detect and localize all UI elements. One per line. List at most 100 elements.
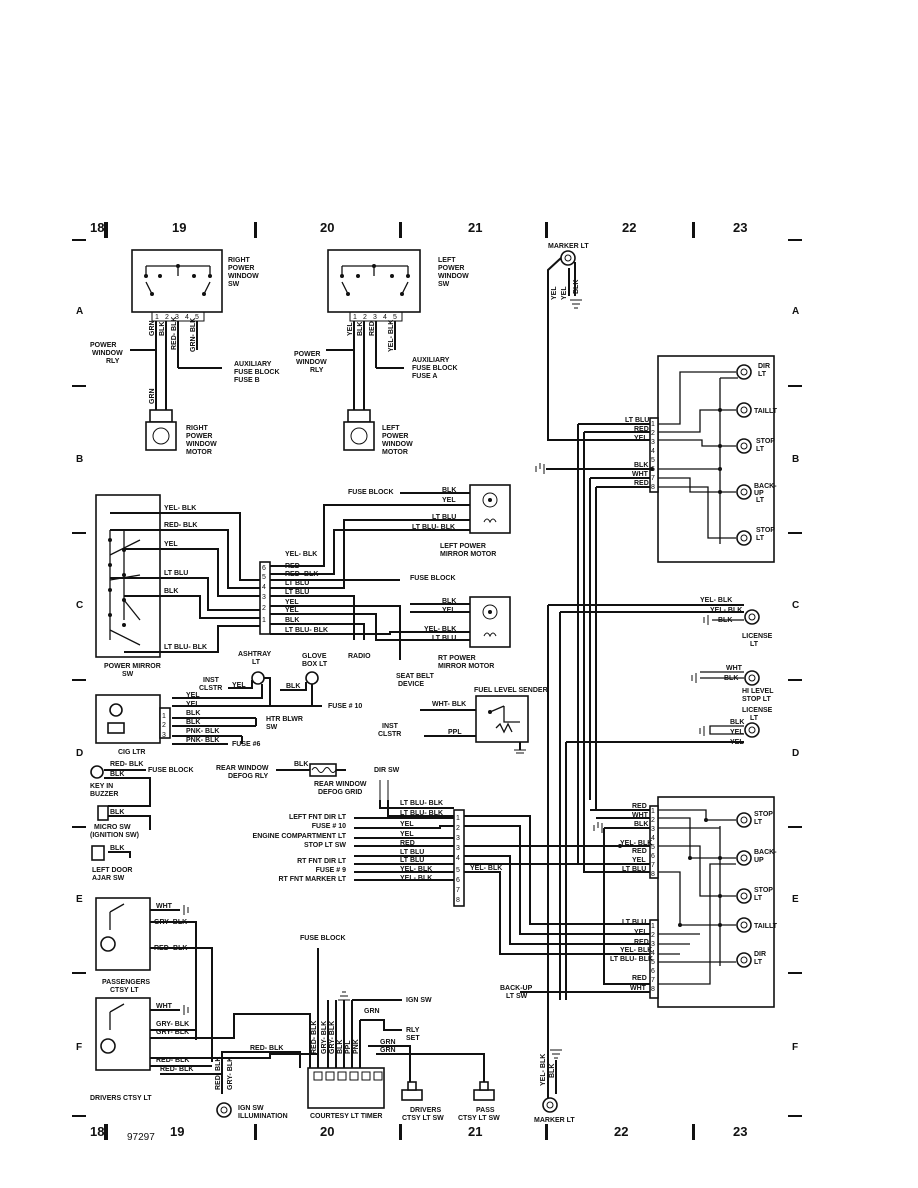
svg-text:WHT: WHT xyxy=(632,471,649,478)
svg-text:MOTOR: MOTOR xyxy=(186,449,212,456)
svg-text:MARKER LT: MARKER LT xyxy=(548,243,589,250)
svg-text:BLK: BLK xyxy=(110,809,124,816)
svg-text:BUZZER: BUZZER xyxy=(90,791,118,798)
svg-text:POWER: POWER xyxy=(228,265,254,272)
svg-text:ILLUMINATION: ILLUMINATION xyxy=(238,1113,288,1120)
svg-text:YEL: YEL xyxy=(442,607,456,614)
rear-lamp-cluster-upper: 123 456 78 LT BLU RED YEL BLK WHT RED xyxy=(535,355,778,810)
svg-text:RED: RED xyxy=(369,321,376,336)
svg-text:SW: SW xyxy=(122,671,134,678)
svg-text:TAILLT: TAILLT xyxy=(754,923,778,930)
svg-text:LT: LT xyxy=(756,446,765,453)
svg-text:WINDOW: WINDOW xyxy=(228,273,259,280)
svg-text:RED- BLK: RED- BLK xyxy=(215,1057,222,1090)
svg-text:YEL- BLK: YEL- BLK xyxy=(400,875,432,882)
svg-text:YEL- BLK: YEL- BLK xyxy=(164,505,196,512)
svg-text:GRN: GRN xyxy=(149,320,156,336)
grid-footer: 18 97297 19 20 21 22 23 xyxy=(90,1124,747,1143)
svg-text:LT: LT xyxy=(754,819,763,826)
svg-text:STOP: STOP xyxy=(756,438,775,445)
svg-text:BLK: BLK xyxy=(357,322,364,336)
svg-text:LT BLU: LT BLU xyxy=(432,635,456,642)
svg-text:2: 2 xyxy=(162,722,166,729)
col-20-top: 20 xyxy=(320,220,334,235)
svg-text:GRY- BLK: GRY- BLK xyxy=(156,1021,189,1028)
svg-text:BLK: BLK xyxy=(110,771,124,778)
row-d-left: D xyxy=(76,748,83,759)
svg-text:YEL: YEL xyxy=(285,607,299,614)
svg-text:1: 1 xyxy=(353,314,357,321)
svg-text:FUSE BLOCK: FUSE BLOCK xyxy=(348,489,394,496)
svg-text:8: 8 xyxy=(651,986,655,993)
svg-text:RED: RED xyxy=(634,480,649,487)
svg-text:IGN SW: IGN SW xyxy=(238,1105,264,1112)
svg-text:IGN SW: IGN SW xyxy=(406,997,432,1004)
power-mirror-switch: POWER MIRROR SW YEL- BLK RED- BLK YEL LT… xyxy=(95,494,271,678)
svg-text:BLK: BLK xyxy=(549,1064,556,1078)
svg-text:PNK- BLK: PNK- BLK xyxy=(186,728,219,735)
svg-text:FUSE #6: FUSE #6 xyxy=(232,741,261,748)
svg-text:BLK: BLK xyxy=(110,845,124,852)
svg-text:BACK-: BACK- xyxy=(754,483,777,490)
svg-text:STOP: STOP xyxy=(756,527,775,534)
svg-text:3: 3 xyxy=(373,314,377,321)
svg-text:LICENSE: LICENSE xyxy=(742,633,773,640)
col-22-top: 22 xyxy=(622,220,636,235)
svg-text:DIR SW: DIR SW xyxy=(374,767,400,774)
svg-text:RED: RED xyxy=(632,803,647,810)
row-a-right: A xyxy=(792,306,799,317)
svg-text:YEL: YEL xyxy=(186,701,200,708)
svg-text:LT: LT xyxy=(758,371,767,378)
svg-text:COURTESY LT TIMER: COURTESY LT TIMER xyxy=(310,1113,382,1120)
svg-text:YEL: YEL xyxy=(561,286,568,300)
svg-text:5: 5 xyxy=(393,314,397,321)
svg-text:1: 1 xyxy=(651,421,655,428)
svg-text:BLK: BLK xyxy=(186,719,200,726)
svg-text:STOP LT: STOP LT xyxy=(742,696,772,703)
svg-text:GLOVE: GLOVE xyxy=(302,653,327,660)
svg-text:YEL- BLK: YEL- BLK xyxy=(700,597,732,604)
svg-text:BLK: BLK xyxy=(159,322,166,336)
svg-text:PASS: PASS xyxy=(476,1107,495,1114)
svg-text:DRIVERS CTSY LT: DRIVERS CTSY LT xyxy=(90,1095,152,1102)
svg-text:4: 4 xyxy=(185,314,189,321)
svg-text:POWER: POWER xyxy=(382,433,408,440)
svg-text:ASHTRAY: ASHTRAY xyxy=(238,651,272,658)
svg-text:POWER MIRROR: POWER MIRROR xyxy=(104,663,161,670)
svg-text:5: 5 xyxy=(651,844,655,851)
svg-text:4: 4 xyxy=(651,950,655,957)
svg-text:RED- BLK: RED- BLK xyxy=(311,1021,318,1054)
svg-text:YEL- BLK: YEL- BLK xyxy=(540,1054,547,1086)
svg-text:5: 5 xyxy=(651,457,655,464)
license-and-hi-level-lamps: YEL- BLK YEL- BLK BLK LICENSE LT WHT BLK… xyxy=(547,597,774,1080)
row-e-left: E xyxy=(76,894,83,905)
svg-text:LEFT FNT DIR LT: LEFT FNT DIR LT xyxy=(289,814,347,821)
svg-text:POWER: POWER xyxy=(90,342,116,349)
svg-text:WHT: WHT xyxy=(726,665,743,672)
svg-text:UP: UP xyxy=(754,857,764,864)
row-b-right: B xyxy=(792,454,799,465)
svg-text:BLK: BLK xyxy=(286,683,300,690)
svg-text:YEL- BLK: YEL- BLK xyxy=(620,840,652,847)
svg-text:7: 7 xyxy=(651,475,655,482)
svg-text:FUSE BLOCK: FUSE BLOCK xyxy=(410,575,456,582)
svg-text:7: 7 xyxy=(651,977,655,984)
svg-text:BLK: BLK xyxy=(634,821,648,828)
svg-text:LT BLU: LT BLU xyxy=(432,514,456,521)
marker-lt-top: MARKER LT YEL YEL BLK xyxy=(547,243,650,441)
svg-text:LT BLU: LT BLU xyxy=(400,849,424,856)
svg-text:YEL: YEL xyxy=(232,682,246,689)
svg-text:YEL: YEL xyxy=(285,599,299,606)
svg-text:7: 7 xyxy=(456,887,460,894)
svg-text:YEL: YEL xyxy=(400,821,414,828)
svg-text:POWER: POWER xyxy=(294,351,320,358)
svg-text:TAILLT: TAILLT xyxy=(754,408,778,415)
svg-text:RLY: RLY xyxy=(406,1027,420,1034)
col-22-bottom: 22 xyxy=(614,1124,628,1139)
svg-text:LT BLU: LT BLU xyxy=(622,866,646,873)
svg-text:FUEL LEVEL SENDER: FUEL LEVEL SENDER xyxy=(474,687,548,694)
svg-text:YEL: YEL xyxy=(186,692,200,699)
svg-text:RED- BLK: RED- BLK xyxy=(250,1045,283,1052)
svg-text:BLK: BLK xyxy=(442,598,456,605)
svg-text:LT BLU: LT BLU xyxy=(285,580,309,587)
